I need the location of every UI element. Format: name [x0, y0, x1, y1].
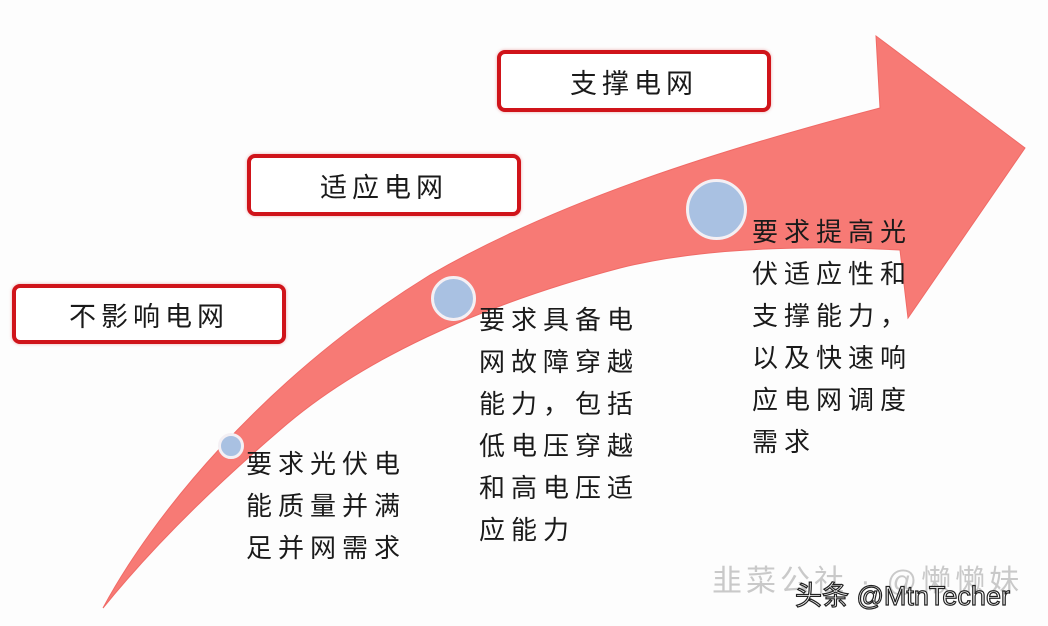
stage-box-adapt: 适应电网	[247, 154, 521, 216]
description-stage-1: 要求光伏电 能质量并满 足并网需求	[246, 450, 407, 564]
description-stage-3: 要求提高光 伏适应性和 支撑能力， 以及快速响 应电网调度 需求	[752, 218, 913, 458]
stage-label: 支撑电网	[570, 68, 698, 100]
stage-box-no-impact: 不影响电网	[12, 284, 286, 344]
watermark-faded: 韭菜公社 · @懒懒妹	[712, 565, 1024, 598]
milestone-dot-3-icon	[686, 179, 747, 240]
milestone-dot-2-icon	[431, 276, 476, 321]
milestone-dot-1-icon	[218, 433, 244, 459]
stage-label: 不影响电网	[69, 301, 229, 333]
stage-box-support: 支撑电网	[497, 50, 771, 112]
stage-label: 适应电网	[320, 172, 448, 204]
watermark-overlay: 头条 @MtnTecher	[794, 580, 1010, 611]
description-stage-2: 要求具备电 网故障穿越 能力，包括 低电压穿越 和高电压适 应能力	[479, 306, 640, 546]
